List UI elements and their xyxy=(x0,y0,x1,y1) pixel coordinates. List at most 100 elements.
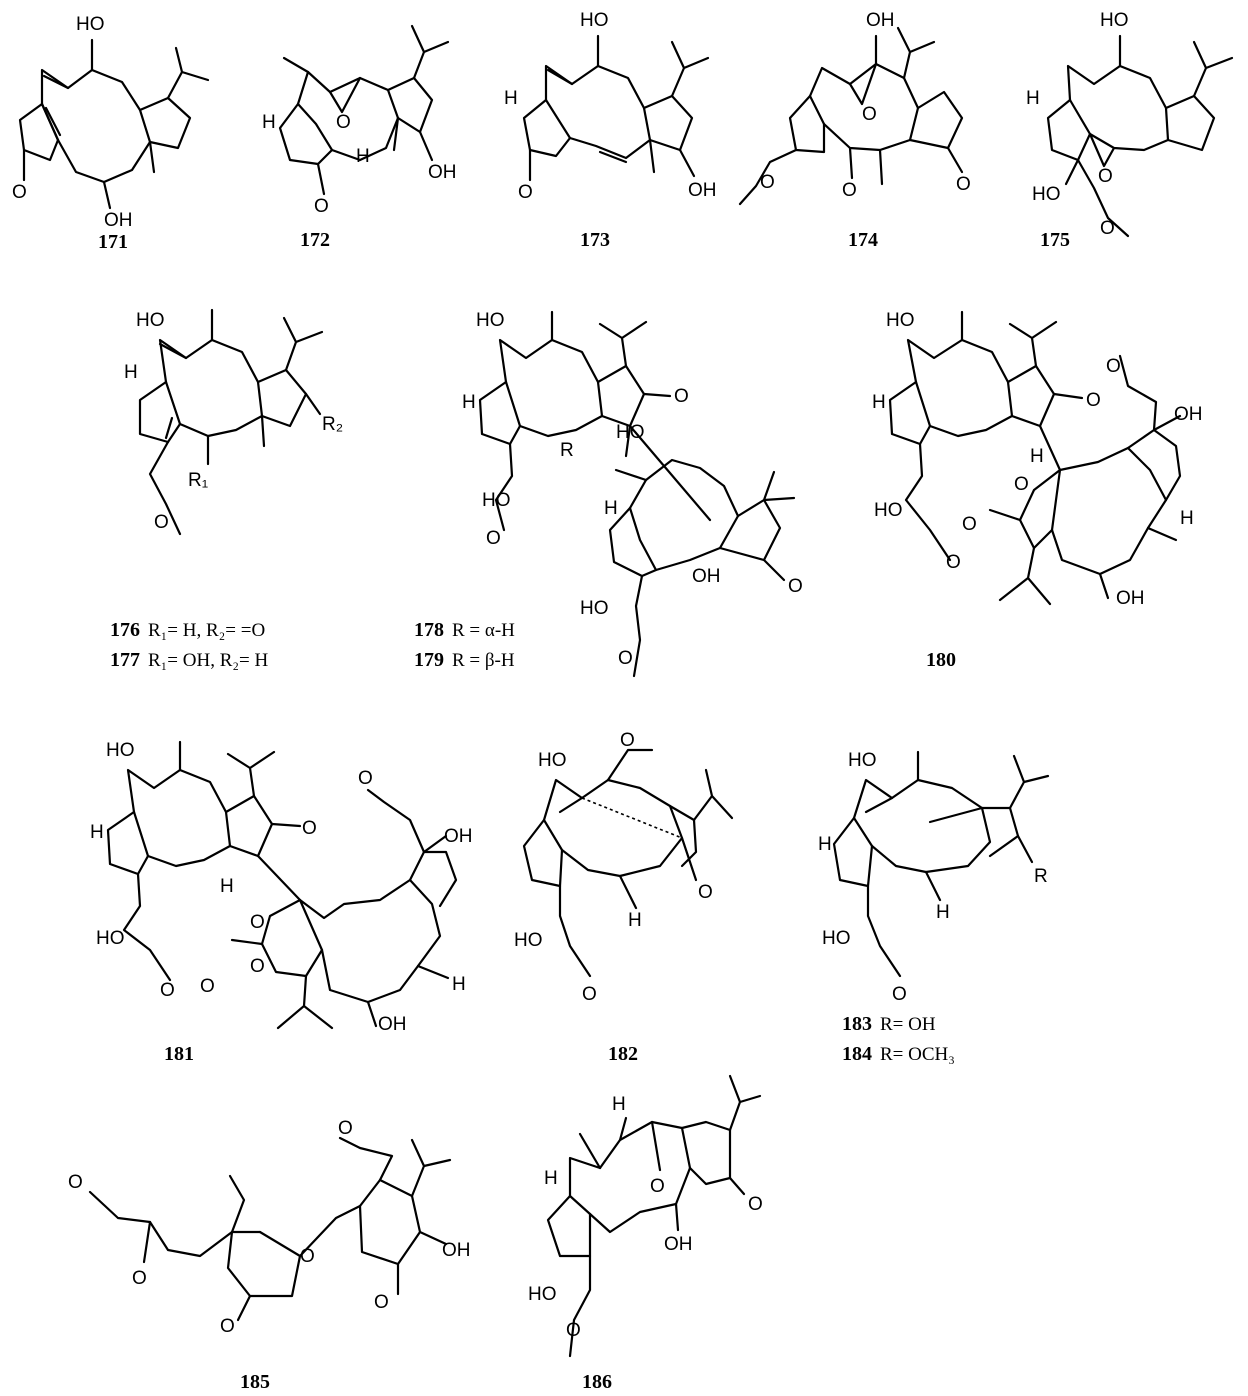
atom-label: HO xyxy=(848,750,877,771)
structure-182: HO O O H HO O xyxy=(514,730,734,1005)
atom-label: R xyxy=(1034,866,1048,887)
atom-label: H xyxy=(356,146,370,167)
atom-label: O xyxy=(674,386,689,407)
compound-number: 184 xyxy=(842,1043,872,1065)
atom-label: HO xyxy=(528,1284,557,1305)
atom-label: H xyxy=(612,1094,626,1115)
compound-number: 175 xyxy=(1040,229,1070,251)
structure-172: O H H O OH xyxy=(262,24,457,217)
compound-number: 182 xyxy=(608,1043,638,1065)
atom-label: OH xyxy=(104,210,133,231)
atom-label: HO xyxy=(514,930,543,951)
atom-label: H xyxy=(628,910,642,931)
compound-note: R₁= H, R₂= =O xyxy=(148,620,265,641)
atom-label: O xyxy=(358,768,373,789)
atom-label: R₂ xyxy=(322,414,343,435)
compound-number: 173 xyxy=(580,229,610,251)
atom-label: O xyxy=(1106,356,1121,377)
atom-label: O xyxy=(518,182,533,203)
atom-label: O xyxy=(1098,166,1113,187)
atom-label: HO xyxy=(136,310,165,331)
atom-label: OH xyxy=(664,1234,693,1255)
atom-label: O xyxy=(68,1172,83,1193)
compound-number: 172 xyxy=(300,229,330,251)
compound-note: R = β-H xyxy=(452,650,515,671)
atom-label: HO xyxy=(580,598,609,619)
structure-183-184: HO H R H HO O xyxy=(818,750,1050,1005)
atom-label: HO xyxy=(580,10,609,31)
atom-label: HO xyxy=(1032,184,1061,205)
atom-label: H xyxy=(1030,446,1044,467)
atom-label: H xyxy=(604,498,618,519)
compound-number: 185 xyxy=(240,1371,270,1393)
atom-label: O xyxy=(220,1316,235,1337)
atom-label: O xyxy=(862,104,877,125)
structure-181: HO H O H HO O O OH O O O H OH xyxy=(90,740,473,1035)
atom-label: O xyxy=(1014,474,1029,495)
atom-label: HO xyxy=(482,490,511,511)
atom-label: O xyxy=(486,528,501,549)
compound-number: 183 xyxy=(842,1013,872,1035)
structure-175: HO H O HO O xyxy=(1026,10,1234,239)
atom-label: O xyxy=(160,980,175,1001)
atom-label: O xyxy=(620,730,635,751)
atom-label: O xyxy=(946,552,961,573)
atom-label: O xyxy=(336,112,351,133)
atom-label: HO xyxy=(886,310,915,331)
atom-label: O xyxy=(566,1320,581,1341)
atom-label: OH xyxy=(688,180,717,201)
compound-number: 176 xyxy=(110,619,140,641)
atom-label: OH xyxy=(428,162,457,183)
structure-178-179: HO H O R HO O HO H OH O HO O xyxy=(462,310,803,678)
atom-label: O xyxy=(1100,218,1115,239)
atom-label: HO xyxy=(822,928,851,949)
atom-label: O xyxy=(956,174,971,195)
compound-number: 186 xyxy=(582,1371,612,1393)
atom-label: H xyxy=(262,112,276,133)
atom-label: O xyxy=(1086,390,1101,411)
atom-label: OH xyxy=(1174,404,1203,425)
atom-label: O xyxy=(748,1194,763,1215)
atom-label: OH xyxy=(444,826,473,847)
compound-note: R = α-H xyxy=(452,620,515,641)
atom-label: H xyxy=(452,974,466,995)
compound-number: 181 xyxy=(164,1043,194,1065)
atom-label: O xyxy=(300,1246,315,1267)
structure-176-177: HO H R₂ R₁ O xyxy=(124,308,343,536)
compound-number: 174 xyxy=(848,229,878,251)
atom-label: O xyxy=(250,956,265,977)
atom-label: O xyxy=(154,512,169,533)
atom-label: OH xyxy=(442,1240,471,1261)
atom-label: H xyxy=(90,822,104,843)
atom-label: O xyxy=(314,196,329,217)
atom-label: O xyxy=(200,976,215,997)
atom-label: O xyxy=(582,984,597,1005)
atom-label: H xyxy=(220,876,234,897)
atom-label: O xyxy=(12,182,27,203)
atom-label: O xyxy=(962,514,977,535)
atom-label: H xyxy=(462,392,476,413)
compound-note: R= OH xyxy=(880,1014,936,1035)
structure-185: O O O O O OH O xyxy=(68,1118,471,1337)
atom-label: O xyxy=(250,912,265,933)
atom-label: O xyxy=(842,180,857,201)
atom-label: O xyxy=(374,1292,389,1313)
atom-label: O xyxy=(618,648,633,669)
atom-label: O xyxy=(892,984,907,1005)
compound-note: R₁= OH, R₂= H xyxy=(148,650,268,671)
atom-label: O xyxy=(302,818,317,839)
atom-label: OH xyxy=(692,566,721,587)
atom-label: HO xyxy=(538,750,567,771)
atom-label: O xyxy=(698,882,713,903)
atom-label: H xyxy=(1026,88,1040,109)
atom-label: O xyxy=(338,1118,353,1139)
atom-label: O xyxy=(650,1176,665,1197)
atom-label: H xyxy=(1180,508,1194,529)
compound-note: R= OCH₃ xyxy=(880,1044,955,1065)
atom-label: R₁ xyxy=(188,470,208,491)
atom-label: HO xyxy=(76,14,105,35)
compound-number: 179 xyxy=(414,649,444,671)
atom-label: H xyxy=(504,88,518,109)
compound-number: 171 xyxy=(98,231,128,253)
